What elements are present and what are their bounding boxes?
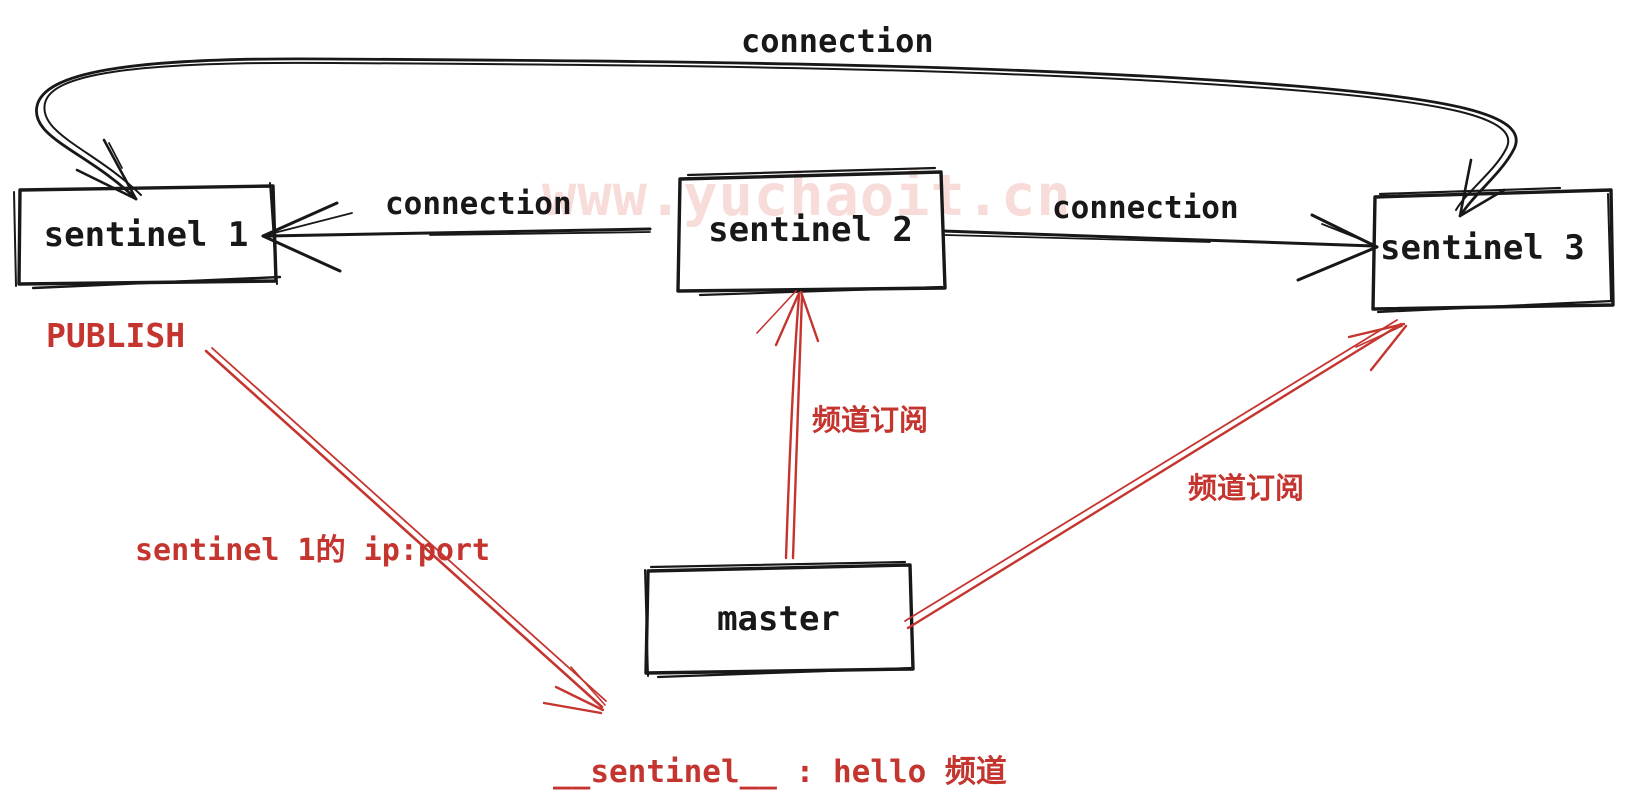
sentinel-1-box-fill — [19, 186, 276, 284]
node-label-sentinel-3: sentinel 3 — [1380, 228, 1585, 268]
publish-arrow — [204, 347, 607, 715]
arc-left-arrowhead — [102, 138, 138, 201]
annotation-sentinel-hello-channel: __sentinel__ : hello 频道 — [553, 754, 1007, 790]
annotation-channel-subscribe-right: 频道订阅 — [1188, 471, 1305, 505]
sentinel-1-box-outline — [13, 182, 282, 290]
connection-arrow-s2-s3 — [941, 213, 1379, 282]
master-s3-subscribe-arrow — [904, 319, 1408, 630]
annotation-publish: PUBLISH — [46, 316, 186, 355]
connection-arrow-s2-s1 — [261, 201, 652, 273]
sentinel-3-box-fill — [1373, 190, 1613, 309]
connection-arc-s1-s3 — [35, 57, 1518, 218]
sentinel-2-box-outline — [676, 166, 947, 297]
master-s2-subscribe-arrow — [756, 290, 820, 560]
node-label-sentinel-2: sentinel 2 — [708, 210, 913, 250]
edge-label-left-connection: connection — [385, 186, 572, 222]
node-label-sentinel-1: sentinel 1 — [43, 214, 249, 255]
sentinel-2-box-fill — [678, 172, 945, 291]
edge-label-right-connection: connection — [1052, 190, 1239, 226]
arc-right-arrowhead — [1458, 158, 1473, 218]
master-box-outline — [644, 560, 915, 679]
master-box-fill — [646, 565, 913, 673]
node-label-master: master — [717, 598, 840, 639]
annotation-sentinel1-ip-port: sentinel 1的 ip:port — [135, 533, 491, 568]
edge-label-top-connection: connection — [741, 22, 934, 60]
annotation-channel-subscribe-left: 频道订阅 — [812, 403, 929, 437]
